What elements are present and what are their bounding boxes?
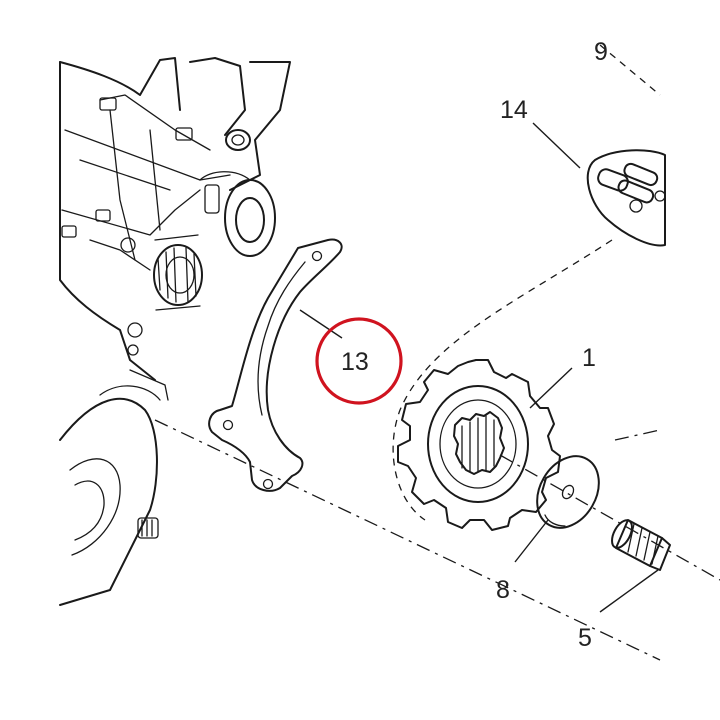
bolt [611, 519, 671, 571]
washer [536, 455, 600, 529]
callout-1: 1 [582, 344, 596, 372]
callout-13: 13 [341, 348, 369, 376]
highlight-circle [315, 317, 403, 405]
callout-top-partial: 9 [594, 38, 608, 66]
callout-8: 8 [496, 576, 510, 604]
assembly-lines [154, 44, 720, 661]
sprocket-plate [208, 238, 343, 492]
front-sprocket [397, 359, 561, 531]
callout-5: 5 [578, 624, 592, 652]
chain-link [586, 149, 666, 247]
sprocket-cover [59, 369, 169, 606]
leader-lines [299, 122, 659, 613]
engine-casing [59, 57, 291, 381]
callout-14: 14 [500, 96, 528, 124]
